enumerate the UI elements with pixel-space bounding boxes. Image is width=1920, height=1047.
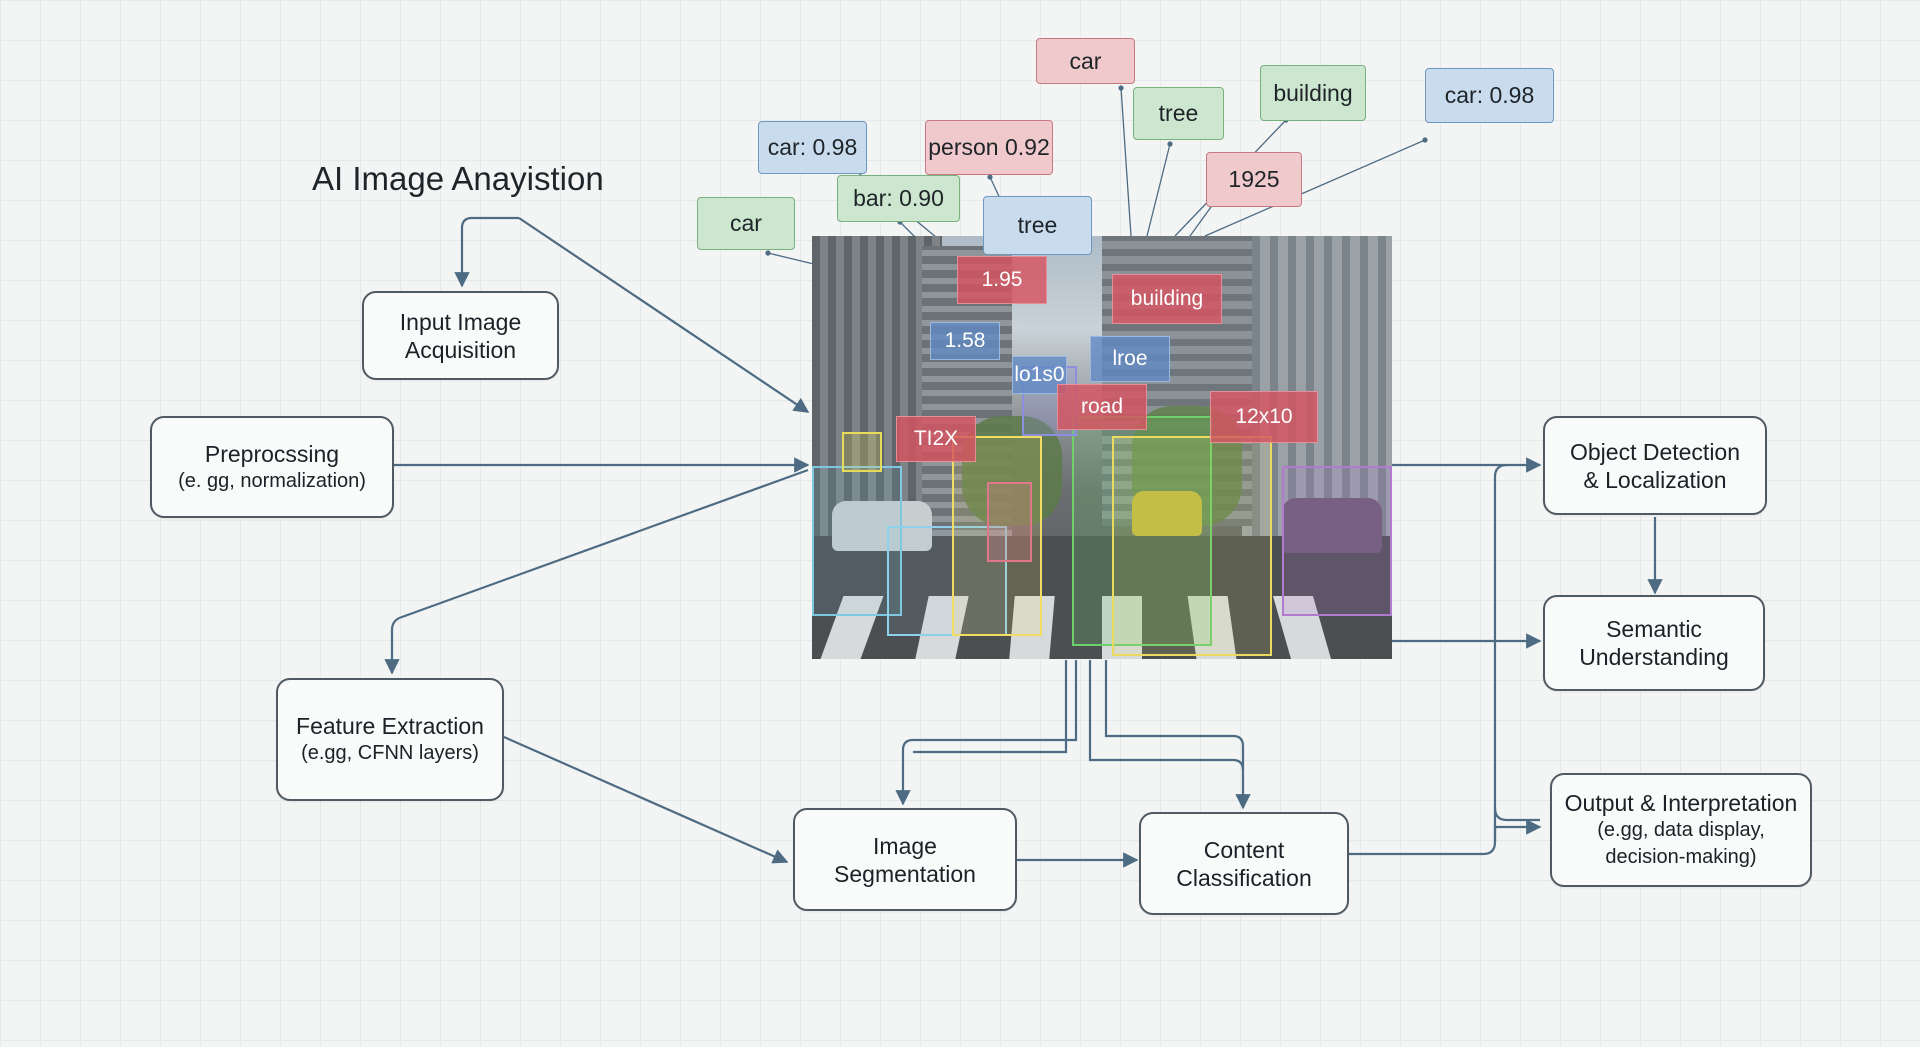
arrow-image-to-classification <box>1088 660 1251 810</box>
image-label: 12x10 <box>1210 391 1318 443</box>
node-sub: decision-making) <box>1605 846 1757 868</box>
node-line: Acquisition <box>404 336 517 363</box>
output-interpretation-node[interactable]: Output & Interpretation (e.gg, data disp… <box>1550 773 1812 887</box>
node-line: Segmentation <box>834 860 976 887</box>
callout-label: car <box>697 197 795 250</box>
leader-car-top <box>1118 85 1132 237</box>
callout-label: 1925 <box>1206 152 1302 207</box>
node-line: Content <box>1203 836 1285 863</box>
content-classification-node[interactable]: Content Classification <box>1139 812 1349 915</box>
image-segmentation-node[interactable]: Image Segmentation <box>793 808 1017 911</box>
node-line: Object Detection <box>1569 438 1741 465</box>
callout-label: person 0.92 <box>925 120 1053 175</box>
semantic-understanding-node[interactable]: Semantic Understanding <box>1543 595 1765 691</box>
callout-label: car <box>1036 38 1135 84</box>
node-line: Feature Extraction <box>296 713 484 739</box>
object-detection-node[interactable]: Object Detection & Localization <box>1543 416 1767 515</box>
arrow-feature-to-segmentation <box>503 735 789 864</box>
image-label: 1.58 <box>930 322 1000 360</box>
node-line: & Localization <box>1583 466 1727 493</box>
callout-label: car: 0.98 <box>758 121 867 174</box>
arrow-image-to-segmentation <box>895 660 1078 806</box>
image-label: lroe <box>1090 336 1170 382</box>
arrow-image-to-segmentation-2 <box>913 660 1068 754</box>
detection-box <box>842 432 882 472</box>
leader-tree-top <box>1146 141 1173 237</box>
crosswalk-stripe <box>1102 596 1142 659</box>
detection-box <box>987 482 1032 562</box>
arrow-title-to-input <box>454 216 519 288</box>
arrow-image-to-feature <box>384 468 809 675</box>
detection-box <box>1072 416 1212 646</box>
node-line: Semantic <box>1606 616 1702 642</box>
node-line: Classification <box>1176 864 1312 891</box>
callout-label: bar: 0.90 <box>837 175 960 222</box>
node-line: Understanding <box>1579 644 1729 670</box>
detection-box <box>952 436 1042 636</box>
image-label: road <box>1057 384 1147 430</box>
node-line: Input Image <box>399 308 522 335</box>
taxi <box>1132 491 1202 536</box>
car-right <box>1282 498 1382 553</box>
callout-label: building <box>1260 65 1366 121</box>
callout-label: tree <box>983 196 1092 255</box>
node-line: Output & Interpretation <box>1564 790 1798 816</box>
node-line: Image <box>873 832 937 859</box>
node-sub: (e.gg, data display, <box>1597 819 1765 841</box>
arrow-title-to-image <box>518 217 810 413</box>
arrow-bus-to-output <box>1493 807 1540 822</box>
image-label: 1.95 <box>957 256 1047 304</box>
diagram-title: AI Image Anayistion <box>312 160 604 197</box>
preprocessing-node[interactable]: Preprocssing (e. gg, normalization) <box>150 416 394 518</box>
node-line: Preprocssing <box>204 440 340 467</box>
street-scene-image: 1.95 1.58 building lroe lo1s0 road 12x10… <box>812 236 1392 659</box>
arrow-bus-to-detection <box>1493 463 1508 842</box>
arrow-image-to-classification-2 <box>1104 660 1245 770</box>
detection-box <box>1282 466 1392 616</box>
image-label: building <box>1112 274 1222 324</box>
node-sub: (e.gg, CFNN layers) <box>301 742 479 764</box>
callout-label: car: 0.98 <box>1425 68 1554 123</box>
node-sub: (e. gg, normalization) <box>178 469 366 492</box>
input-image-acquisition-node[interactable]: Input Image Acquisition <box>362 291 559 380</box>
leader-car098-right <box>1204 137 1428 237</box>
image-label: TI2X <box>896 416 976 462</box>
feature-extraction-node[interactable]: Feature Extraction (e.gg, CFNN layers) <box>276 678 504 801</box>
callout-label: tree <box>1133 87 1224 140</box>
arrow-classification-to-output <box>1349 819 1542 856</box>
detection-box <box>1112 436 1272 656</box>
